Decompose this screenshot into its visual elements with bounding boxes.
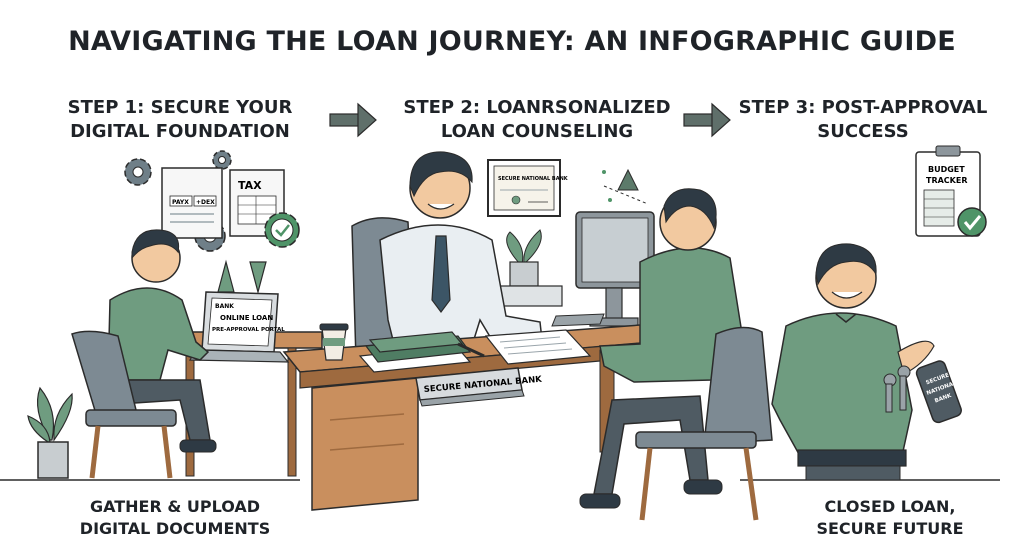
person-client: [579, 188, 745, 509]
step-3-heading: STEP 3: POST-APPROVAL SUCCESS: [738, 96, 988, 144]
pay-form-document: PAYX +DEX: [161, 167, 223, 239]
page-title: NAVIGATING THE LOAN JOURNEY: AN INFOGRAP…: [68, 26, 956, 57]
chair-left: [71, 330, 177, 479]
step-2-heading: STEP 2: LOANRSONALIZED LOAN COUNSELING: [392, 96, 682, 144]
bank-nameplate: SECURE NATIONAL BANK: [415, 367, 543, 407]
chair-client: [635, 326, 773, 521]
person-uploading: [107, 229, 217, 453]
form-label-left: PAYX: [172, 199, 189, 206]
caption-left: GATHER & UPLOAD DIGITAL DOCUMENTS: [70, 496, 280, 540]
laptop: BANK ONLINE LOAN PRE-APPROVAL PORTAL: [188, 291, 290, 363]
key-tag: SECURE NATIONAL BANK: [915, 360, 962, 424]
coffee-cup-icon: [319, 323, 349, 361]
tax-label: TAX: [238, 179, 262, 192]
caption-left-line-2: DIGITAL DOCUMENTS: [79, 519, 271, 538]
monitor: [551, 211, 655, 327]
plant-icon: [489, 229, 563, 307]
step-2-line-1: STEP 2: LOANRSONALIZED: [403, 97, 671, 118]
laptop-brand: BANK: [215, 303, 234, 310]
step-1-heading: STEP 1: SECURE YOUR DIGITAL FOUNDATION: [55, 96, 305, 144]
analytics-icon: [602, 168, 649, 205]
certificate-text: SECURE NATIONAL BANK: [498, 176, 569, 182]
document-folders: [358, 331, 472, 373]
caption-left-line-1: GATHER & UPLOAD: [89, 497, 261, 516]
step-1-line-1: STEP 1: SECURE YOUR: [67, 97, 293, 118]
caption-right-line-1: CLOSED LOAN,: [824, 497, 956, 516]
budget-line-2: TRACKER: [926, 176, 968, 185]
laptop-line-1: ONLINE LOAN: [220, 314, 273, 322]
upload-arrow-icon: [217, 259, 267, 295]
key-icon: [883, 365, 911, 413]
caption-right-line-2: SECURE FUTURE: [816, 519, 964, 538]
person-homeowner: [771, 243, 935, 481]
check-gear-icon: [264, 212, 300, 248]
person-advisor: [379, 151, 543, 353]
check-circle-icon: [957, 207, 987, 237]
arrow-right-icon: [683, 102, 731, 138]
form-label-right: +DEX: [196, 199, 215, 206]
step-1-line-2: DIGITAL FOUNDATION: [70, 121, 290, 142]
step-2-line-2: LOAN COUNSELING: [440, 121, 634, 142]
laptop-line-2: PRE-APPROVAL PORTAL: [212, 327, 285, 333]
loan-paper: [457, 329, 592, 365]
gear-icon: [124, 158, 152, 186]
gear-icon: [212, 150, 232, 170]
step-3-line-2: SUCCESS: [817, 121, 909, 142]
plant-icon: [27, 386, 73, 479]
budget-line-1: BUDGET: [928, 165, 965, 174]
caption-right: CLOSED LOAN, SECURE FUTURE: [790, 496, 990, 540]
framed-certificate: SECURE NATIONAL BANK: [487, 159, 569, 217]
step-3-line-1: STEP 3: POST-APPROVAL: [738, 97, 988, 118]
arrow-right-icon: [329, 102, 377, 138]
keytag-line-3: BANK: [934, 393, 953, 405]
